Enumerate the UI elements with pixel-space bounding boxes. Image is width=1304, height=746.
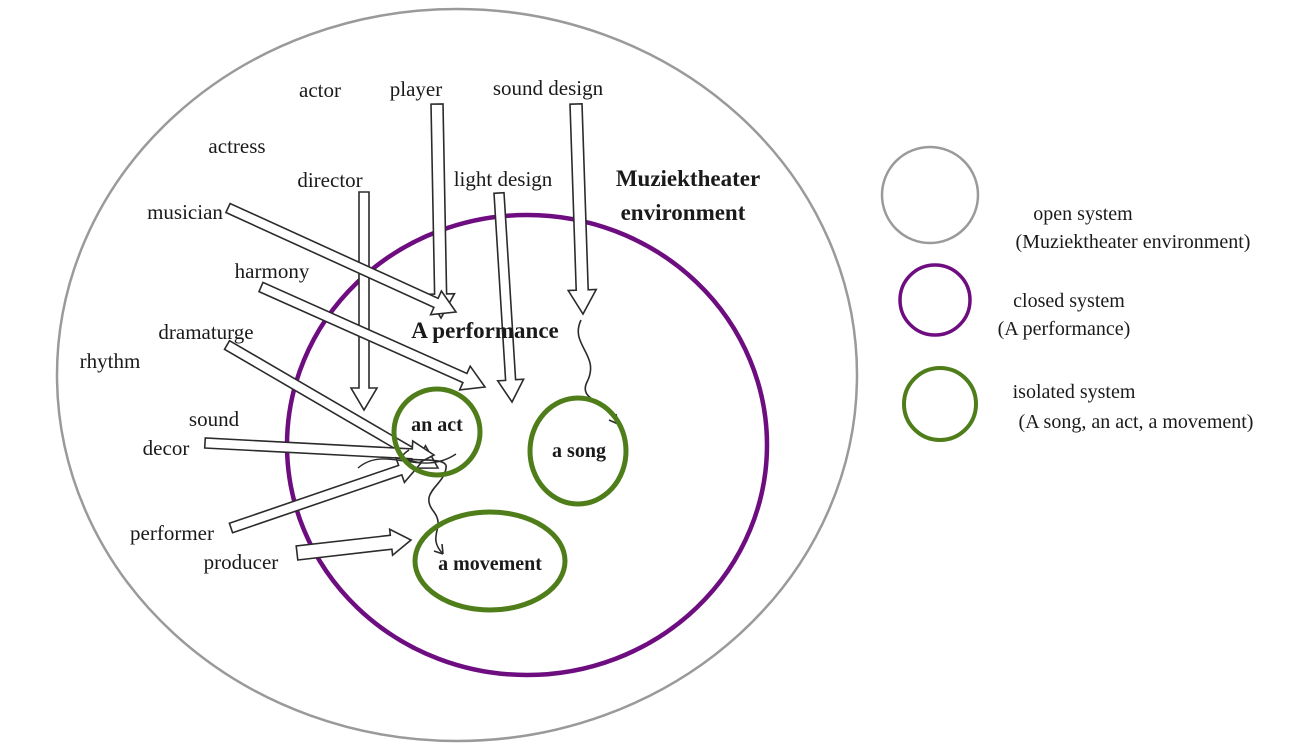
arrow-performer xyxy=(228,456,423,534)
arrow-musician xyxy=(224,202,458,316)
arrow-harmony xyxy=(257,281,487,391)
label-performance: A performance xyxy=(411,318,559,343)
label-player: player xyxy=(390,77,442,101)
legend-closed-line1: closed system xyxy=(1013,290,1125,312)
label-decor: decor xyxy=(143,436,190,460)
label-performer: performer xyxy=(130,521,214,545)
label-rhythm: rhythm xyxy=(80,349,141,373)
label-light-design: light design xyxy=(454,167,553,191)
arrow-player xyxy=(425,103,456,320)
label-a-movement: a movement xyxy=(438,553,542,575)
legend-isolated-line2: (A song, an act, a movement) xyxy=(1019,411,1254,433)
label-musician: musician xyxy=(147,200,223,224)
label-actor: actor xyxy=(299,78,341,102)
legend-open-line2: (Muziektheater environment) xyxy=(1016,231,1251,253)
isolated-circle-an-act xyxy=(391,386,483,478)
label-producer: producer xyxy=(204,550,279,574)
label-sound-design: sound design xyxy=(493,76,604,100)
arrow-light-design xyxy=(493,191,525,404)
label-sound: sound xyxy=(189,407,240,431)
label-dramaturge: dramaturge xyxy=(158,320,253,344)
label-director: director xyxy=(297,168,362,192)
label-environment-line1: Muziektheater xyxy=(616,166,760,191)
isolated-circle-a-song xyxy=(527,395,629,507)
label-actress: actress xyxy=(208,134,265,158)
label-environment-line2: environment xyxy=(621,200,746,225)
arrow-director xyxy=(349,191,379,412)
label-a-song: a song xyxy=(552,440,606,462)
arrow-sound-design xyxy=(566,102,598,316)
squiggle-act-to-movement xyxy=(401,449,447,555)
isolated-circle-a-movement xyxy=(412,509,568,613)
label-an-act: an act xyxy=(411,414,463,436)
label-harmony: harmony xyxy=(235,259,310,283)
arrow-producer xyxy=(295,527,413,561)
squiggle-sound-design-to-song xyxy=(577,319,619,425)
legend-closed-system-circle xyxy=(898,263,972,337)
legend-open-system-circle xyxy=(880,145,980,245)
open-system-circle xyxy=(55,7,859,743)
squiggle-movement-arrowhead xyxy=(433,543,444,555)
legend-open-line1: open system xyxy=(1033,203,1133,225)
arrow-layer xyxy=(203,102,598,561)
legend-closed-line2: (A performance) xyxy=(998,318,1131,340)
legend-isolated-system-circle xyxy=(902,366,978,442)
legend-isolated-line1: isolated system xyxy=(1013,381,1136,403)
